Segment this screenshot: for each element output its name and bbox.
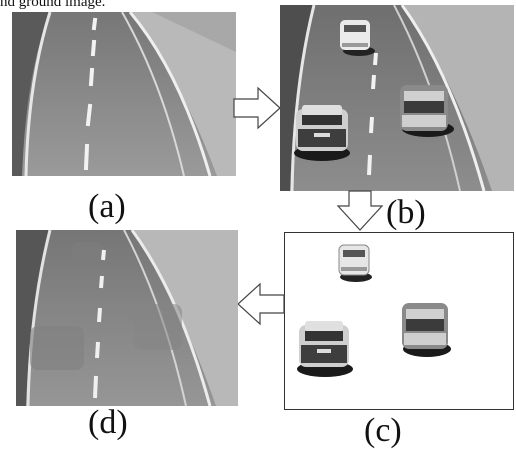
left-arrow-icon xyxy=(236,282,286,331)
car-left xyxy=(294,105,350,161)
right-arrow-icon xyxy=(232,86,282,135)
panel-c-foreground-mask xyxy=(284,232,514,410)
panel-label-c: (c) xyxy=(364,412,402,449)
panel-label-d: (d) xyxy=(88,404,128,441)
car-right xyxy=(400,85,454,137)
car-white-top xyxy=(340,20,375,56)
car-left-fg xyxy=(297,321,353,377)
panel-a-background-image xyxy=(12,12,236,176)
down-arrow-icon xyxy=(336,190,384,237)
top-caption-fragment: nd ground image. xyxy=(0,0,106,10)
car-right-fg xyxy=(402,303,451,357)
car-white-top-fg xyxy=(338,244,372,282)
panel-b-current-frame xyxy=(280,5,514,191)
panel-d-updated-background xyxy=(16,230,238,406)
panel-label-a: (a) xyxy=(88,188,126,225)
panel-label-b: (b) xyxy=(386,194,426,231)
